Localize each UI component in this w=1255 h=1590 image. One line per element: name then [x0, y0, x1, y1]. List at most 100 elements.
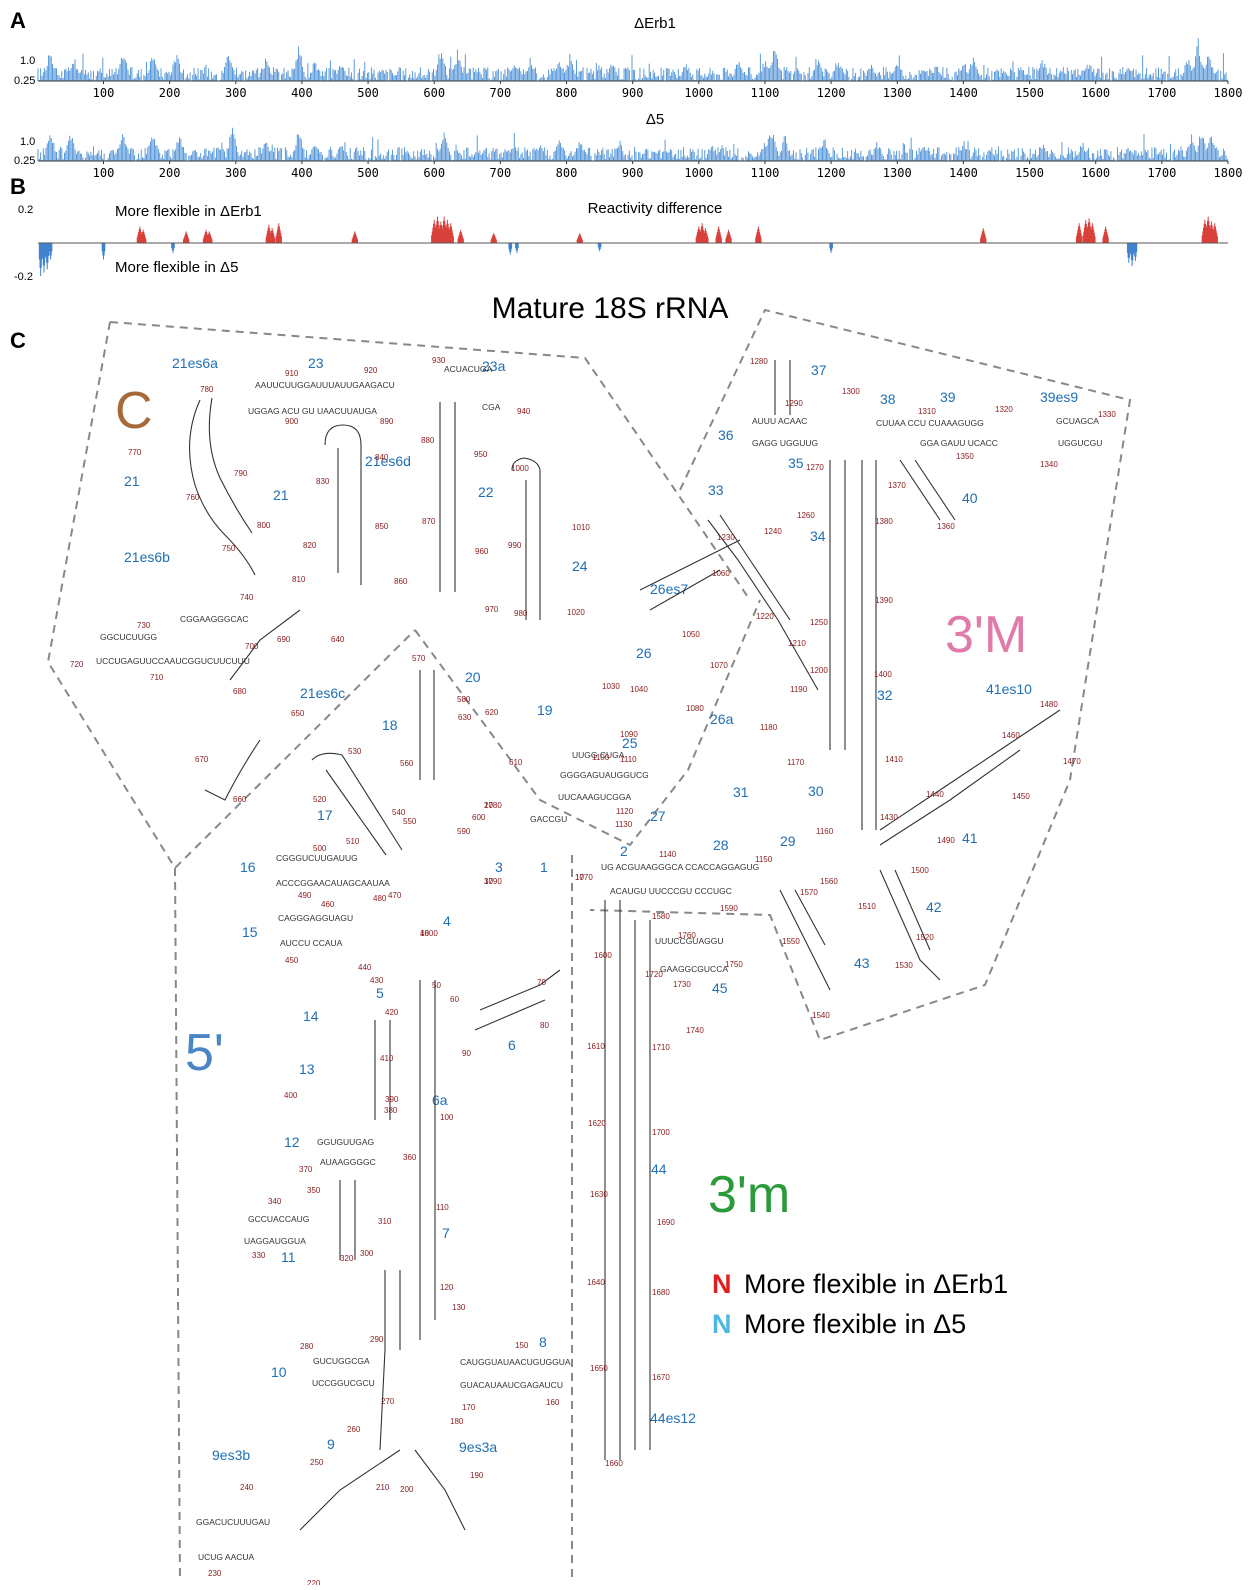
profile-d5-ytick-1: 1.0 — [20, 136, 35, 148]
residue-number: 1160 — [816, 827, 834, 836]
residue-number: 220 — [307, 1579, 321, 1585]
residue-number: 1510 — [858, 902, 876, 911]
helix-label: 9es3b — [212, 1447, 250, 1463]
residue-number: 1380 — [875, 517, 893, 526]
helix-label: 2 — [620, 843, 628, 859]
domain-label-3m: 3'm — [708, 1166, 790, 1224]
residue-number: 300 — [360, 1249, 374, 1258]
legend-symbol-d5: N — [712, 1309, 732, 1339]
profile-erb1-ytick-1: 1.0 — [20, 55, 35, 67]
residue-number: 420 — [385, 1008, 399, 1017]
sequence-fragment: CGGAAGGGCAC — [180, 614, 248, 624]
residue-number: 840 — [375, 453, 389, 462]
residue-number: 20 — [484, 801, 493, 810]
x-tick-label: 1500 — [1015, 86, 1044, 100]
x-tick-label: 1100 — [751, 86, 780, 100]
residue-number: 600 — [472, 813, 486, 822]
helix-label: 24 — [572, 558, 588, 574]
helix-label: 32 — [877, 687, 893, 703]
backbone-h33 — [707, 514, 819, 691]
sequence-fragment: CAGGGAGGUAGU — [278, 913, 353, 923]
residue-number: 740 — [240, 593, 254, 602]
residue-number: 1100 — [592, 753, 610, 762]
diff-title: Reactivity difference — [588, 200, 723, 217]
helix-label: 17 — [317, 807, 333, 823]
residue-number: 1320 — [995, 405, 1013, 414]
residue-number: 1350 — [956, 452, 974, 461]
helix-label: 30 — [808, 783, 824, 799]
x-tick-label: 700 — [490, 166, 512, 180]
backbone-h40 — [899, 459, 956, 521]
domain-label-3M: 3'M — [945, 606, 1027, 664]
residue-number: 1730 — [673, 980, 691, 989]
outline-c-top — [109, 321, 751, 601]
helix-label: 13 — [299, 1061, 315, 1077]
residue-number: 1130 — [615, 820, 633, 829]
helix-label: 21es6d — [365, 453, 411, 469]
x-tick-label: 1400 — [949, 166, 978, 180]
x-tick-label: 1300 — [883, 86, 912, 100]
helix-label: 33 — [708, 482, 724, 498]
residue-number: 1390 — [875, 596, 893, 605]
residue-number: 1040 — [630, 685, 648, 694]
helix-label: 28 — [713, 837, 729, 853]
x-tick-label: 200 — [159, 86, 181, 100]
residue-number: 930 — [432, 356, 446, 365]
backbone-h21es6c-b — [229, 609, 301, 681]
residue-number: 1120 — [616, 807, 634, 816]
x-tick-label: 200 — [159, 166, 181, 180]
residue-number: 190 — [470, 1471, 484, 1480]
residue-number: 1310 — [918, 407, 936, 416]
residue-number: 1150 — [755, 855, 773, 864]
backbone-h32 — [861, 460, 877, 830]
backbone-h44-right — [634, 920, 651, 1450]
backbone-h21 — [189, 399, 256, 576]
x-tick-label: 1700 — [1147, 166, 1176, 180]
sequence-fragment: UUGG CUGA — [572, 750, 625, 760]
residue-number: 1720 — [645, 970, 663, 979]
residue-number: 820 — [303, 541, 317, 550]
residue-number: 450 — [285, 956, 299, 965]
sequence-fragment: GUCUGGCGA — [313, 1356, 370, 1366]
residue-number: 1450 — [1012, 792, 1030, 801]
residue-number: 760 — [186, 493, 200, 502]
x-tick-label: 900 — [622, 86, 644, 100]
x-tick-label: 1000 — [684, 166, 713, 180]
residue-number: 1610 — [587, 1042, 605, 1051]
sequence-fragment: UAGGAUGGUA — [244, 1236, 306, 1246]
sequence-fragment: UGGUCGU — [1058, 438, 1102, 448]
profile-erb1-bars — [37, 38, 1228, 81]
helix-label: 21es6b — [124, 549, 170, 565]
residue-numbers: 1020304050607080901001101201301501601701… — [70, 356, 1116, 1588]
residue-number: 660 — [233, 795, 247, 804]
backbone-h17 — [311, 752, 403, 856]
x-tick-label: 100 — [93, 86, 115, 100]
helix-label: 21 — [124, 473, 140, 489]
backbone-h42 — [879, 869, 941, 981]
sequence-fragment: GGGGAGUAUGGUCG — [560, 770, 649, 780]
residue-number: 730 — [137, 621, 151, 630]
x-tick-label: 400 — [291, 86, 313, 100]
residue-number: 860 — [394, 577, 408, 586]
residue-number: 370 — [299, 1165, 313, 1174]
x-tick-label: 300 — [225, 86, 247, 100]
helix-label: 27 — [650, 808, 666, 824]
residue-number: 470 — [388, 891, 402, 900]
helix-label: 15 — [242, 924, 258, 940]
residue-number: 150 — [515, 1341, 529, 1350]
domain-label-5p: 5' — [185, 1024, 224, 1082]
sequence-fragment: GGA GAUU UCACC — [920, 438, 998, 448]
legend-symbol-erb1: N — [712, 1269, 732, 1299]
x-tick-label: 1800 — [1214, 86, 1243, 100]
helix-label: 25 — [622, 735, 638, 751]
residue-number: 80 — [540, 1021, 549, 1030]
helix-label: 7 — [442, 1225, 450, 1241]
diff-annotation-d5: More flexible in Δ5 — [115, 259, 238, 276]
sequence-fragment: GAGG UGGUUG — [752, 438, 818, 448]
residue-number: 170 — [462, 1403, 476, 1412]
outline-3M — [589, 308, 1132, 1042]
residue-number: 1700 — [652, 1128, 670, 1137]
residue-number: 380 — [384, 1106, 398, 1115]
